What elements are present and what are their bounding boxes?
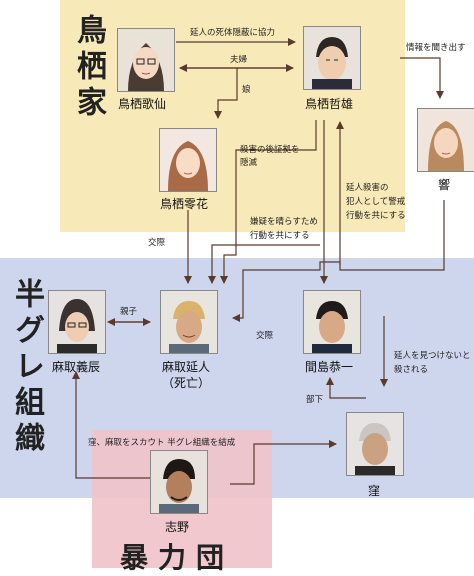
cover-up-label: 延人の死体隠蔽に協力 — [190, 28, 276, 38]
tetsuo-portrait — [303, 26, 361, 90]
nobuto-name: 麻取延人 — [162, 360, 211, 374]
hangure-organization-title: 半グレ組織 — [9, 278, 44, 458]
hiding-evidence-label-2: 隠滅 — [240, 158, 258, 168]
subordinate-label: 部下 — [306, 395, 324, 405]
dating-label-left: 交際 — [148, 238, 166, 248]
parent-child-label: 親子 — [120, 307, 138, 317]
clear-suspicion-label-1: 嫌疑を晴らすため — [250, 217, 318, 227]
hiding-evidence-label-1: 殺害の後証拠を — [240, 145, 300, 155]
torisu-family-title: 鳥栖家 — [71, 14, 106, 122]
suspect-label-2: 犯人として警戒 — [346, 197, 406, 207]
mashima-name: 間島恭一 — [305, 360, 354, 374]
shino-name: 志野 — [165, 520, 190, 534]
tetsuo-name: 鳥栖哲雄 — [305, 97, 354, 111]
suspect-label-3: 行動を共にする — [346, 211, 406, 221]
reika-name: 鳥栖零花 — [160, 197, 209, 211]
kasen-name: 鳥栖歌仙 — [118, 97, 167, 111]
yoshitatsu-name: 麻取義辰 — [52, 360, 101, 374]
kill-if-found-label-2: 殺される — [394, 365, 429, 375]
kubo-name: 窪 — [368, 484, 381, 498]
spouse-label: 夫婦 — [230, 55, 248, 65]
kasen-portrait — [117, 28, 175, 92]
reika-portrait — [159, 128, 217, 192]
kubo-portrait — [346, 412, 404, 476]
hibiki-portrait — [417, 108, 474, 172]
yoshitatsu-portrait — [48, 290, 106, 354]
clear-suspicion-label-2: 行動を共にする — [250, 231, 310, 241]
dating-label-right: 交際 — [256, 331, 274, 341]
nobuto-status: （死亡） — [162, 376, 211, 390]
nobuto-portrait — [160, 290, 218, 354]
scout-label: 窪、麻取をスカウト 半グレ組織を結成 — [88, 438, 236, 448]
daughter-label: 娘 — [242, 85, 251, 95]
kill-if-found-label-1: 延人を見つけないと — [394, 351, 471, 361]
suspect-label-1: 延人殺害の — [346, 183, 389, 193]
hibiki-name: 響 — [438, 178, 451, 192]
shino-portrait — [150, 450, 208, 514]
get-info-label: 情報を聞き出す — [406, 43, 466, 53]
mashima-portrait — [303, 290, 361, 354]
